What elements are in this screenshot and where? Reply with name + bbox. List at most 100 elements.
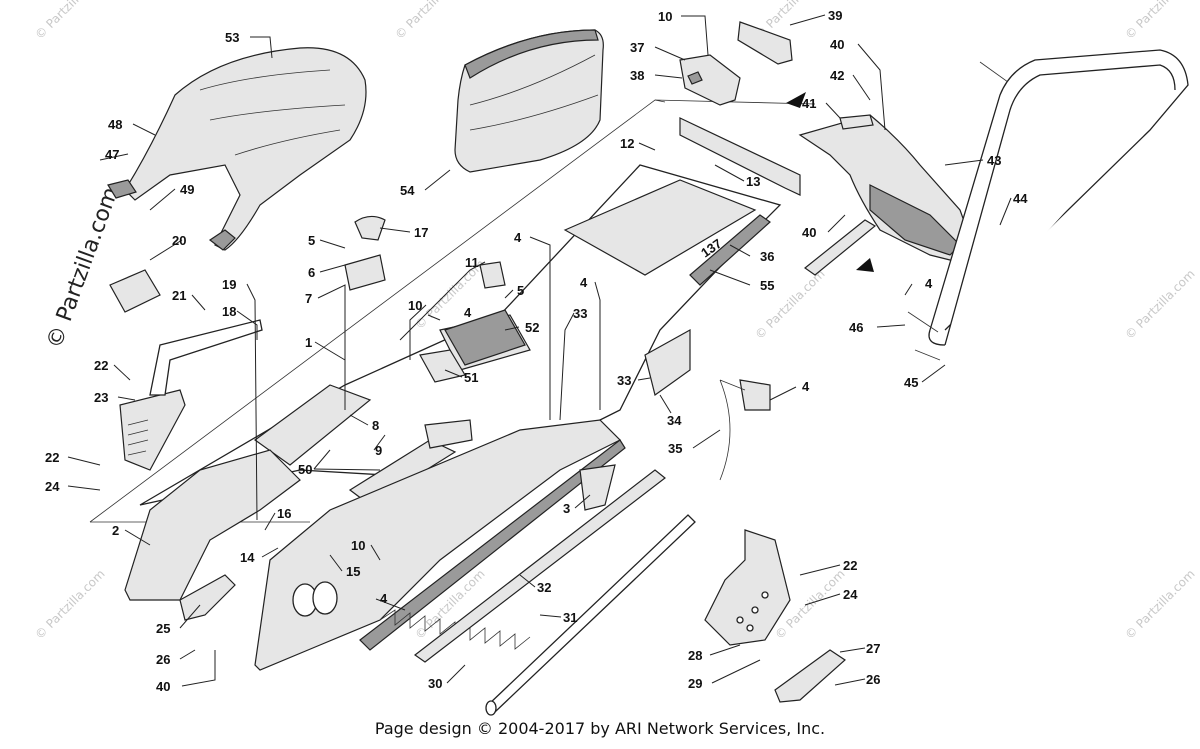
rail-strip-part[interactable] bbox=[803, 219, 877, 276]
callout-4: 4 bbox=[802, 379, 810, 394]
callout-34: 34 bbox=[667, 413, 682, 428]
part-52 bbox=[444, 309, 526, 366]
watermark-text: © Partzilla.com bbox=[392, 0, 467, 42]
callout-27: 27 bbox=[866, 641, 880, 656]
callout-53: 53 bbox=[225, 30, 239, 45]
callout-38: 38 bbox=[630, 68, 644, 83]
callout-24: 24 bbox=[45, 479, 60, 494]
callout-16: 16 bbox=[277, 506, 291, 521]
callout-6: 6 bbox=[308, 265, 315, 280]
part-3 bbox=[579, 464, 616, 511]
callout-10: 10 bbox=[351, 538, 365, 553]
callout-55: 55 bbox=[760, 278, 774, 293]
callout-33: 33 bbox=[573, 306, 587, 321]
part-20 bbox=[109, 269, 161, 313]
callout-5: 5 bbox=[308, 233, 315, 248]
shaft-part[interactable] bbox=[485, 514, 696, 716]
callout-10: 10 bbox=[658, 9, 672, 24]
callout-11: 11 bbox=[465, 255, 479, 270]
callout-26: 26 bbox=[866, 672, 880, 687]
leader-lines bbox=[67, 14, 1012, 687]
handle-bracket-part[interactable] bbox=[149, 319, 263, 396]
callout-36: 36 bbox=[760, 249, 774, 264]
callout-33: 33 bbox=[617, 373, 631, 388]
callout-18: 18 bbox=[222, 304, 236, 319]
callout-35: 35 bbox=[668, 441, 682, 456]
footrest-left-part[interactable] bbox=[179, 574, 236, 621]
footrest-right-part[interactable] bbox=[774, 649, 846, 703]
callout-17: 17 bbox=[414, 225, 428, 240]
watermark-text: © Partzilla.com bbox=[1122, 267, 1197, 342]
direction-arrows bbox=[786, 92, 874, 272]
part-34 bbox=[644, 328, 691, 397]
callout-29: 29 bbox=[688, 676, 702, 691]
callout-22: 22 bbox=[45, 450, 59, 465]
footer-copyright: Page design © 2004-2017 by ARI Network S… bbox=[374, 719, 826, 738]
callout-2: 2 bbox=[112, 523, 119, 538]
callout-5: 5 bbox=[517, 283, 524, 298]
callout-19: 19 bbox=[222, 277, 236, 292]
callout-13: 13 bbox=[746, 174, 760, 189]
part-5 bbox=[479, 261, 506, 289]
callout-49: 49 bbox=[180, 182, 194, 197]
callout-48: 48 bbox=[108, 117, 122, 132]
part-7 bbox=[344, 254, 386, 291]
callout-12: 12 bbox=[620, 136, 634, 151]
callout-39: 39 bbox=[828, 8, 842, 23]
watermark-text: © Partzilla.com bbox=[1122, 567, 1197, 642]
callout-50: 50 bbox=[298, 462, 312, 477]
callout-26: 26 bbox=[156, 652, 170, 667]
rear-bumper-part[interactable] bbox=[907, 49, 1189, 361]
callout-28: 28 bbox=[688, 648, 702, 663]
callout-1: 1 bbox=[305, 335, 312, 350]
callout-24: 24 bbox=[843, 587, 858, 602]
callout-4: 4 bbox=[380, 591, 388, 606]
rear-rail-part[interactable] bbox=[679, 117, 801, 196]
callout-22: 22 bbox=[94, 358, 108, 373]
watermark-text: © Partzilla.com bbox=[32, 0, 107, 42]
callout-45: 45 bbox=[904, 375, 918, 390]
callout-20: 20 bbox=[172, 233, 186, 248]
watermark-text: © Partzilla.com bbox=[1122, 0, 1197, 42]
callout-44: 44 bbox=[1013, 191, 1028, 206]
callout-14: 14 bbox=[240, 550, 255, 565]
callout-37: 37 bbox=[630, 40, 644, 55]
watermark-text: © Partzilla.com bbox=[32, 567, 107, 642]
chain-part[interactable] bbox=[719, 379, 746, 481]
bracket-parts-top[interactable] bbox=[679, 21, 793, 106]
callout-7: 7 bbox=[305, 291, 312, 306]
callout-40: 40 bbox=[802, 225, 816, 240]
callout-10: 10 bbox=[408, 298, 422, 313]
callout-31: 31 bbox=[563, 610, 577, 625]
callout-4: 4 bbox=[464, 305, 472, 320]
part-35-plate bbox=[739, 379, 771, 411]
callout-47: 47 bbox=[105, 147, 119, 162]
bracket-23-part[interactable] bbox=[119, 389, 186, 471]
part-17 bbox=[354, 215, 386, 241]
seat-part[interactable] bbox=[107, 47, 367, 251]
callout-25: 25 bbox=[156, 621, 170, 636]
running-board-right-part[interactable] bbox=[254, 419, 622, 671]
small-parts[interactable] bbox=[109, 215, 771, 511]
lower-rail-part[interactable] bbox=[413, 469, 666, 663]
callout-40: 40 bbox=[156, 679, 170, 694]
callout-9: 9 bbox=[375, 443, 382, 458]
callout-42: 42 bbox=[830, 68, 844, 83]
callout-32: 32 bbox=[537, 580, 551, 595]
callout-30: 30 bbox=[428, 676, 442, 691]
floorboard-plate-part[interactable] bbox=[704, 529, 791, 646]
part-9 bbox=[424, 419, 473, 449]
callout-46: 46 bbox=[849, 320, 863, 335]
snowflap-part[interactable] bbox=[798, 114, 972, 266]
callouts: 53 48 47 49 54 10 37 38 39 40 42 41 43 4… bbox=[45, 8, 1028, 694]
storage-bag-part[interactable] bbox=[454, 29, 604, 173]
callout-3: 3 bbox=[563, 501, 570, 516]
callout-23: 23 bbox=[94, 390, 108, 405]
callout-52: 52 bbox=[525, 320, 539, 335]
callout-41: 41 bbox=[802, 96, 816, 111]
callout-15: 15 bbox=[346, 564, 360, 579]
callout-8: 8 bbox=[372, 418, 379, 433]
callout-4: 4 bbox=[514, 230, 522, 245]
watermark-main-text: © Partzilla.com bbox=[42, 184, 124, 352]
